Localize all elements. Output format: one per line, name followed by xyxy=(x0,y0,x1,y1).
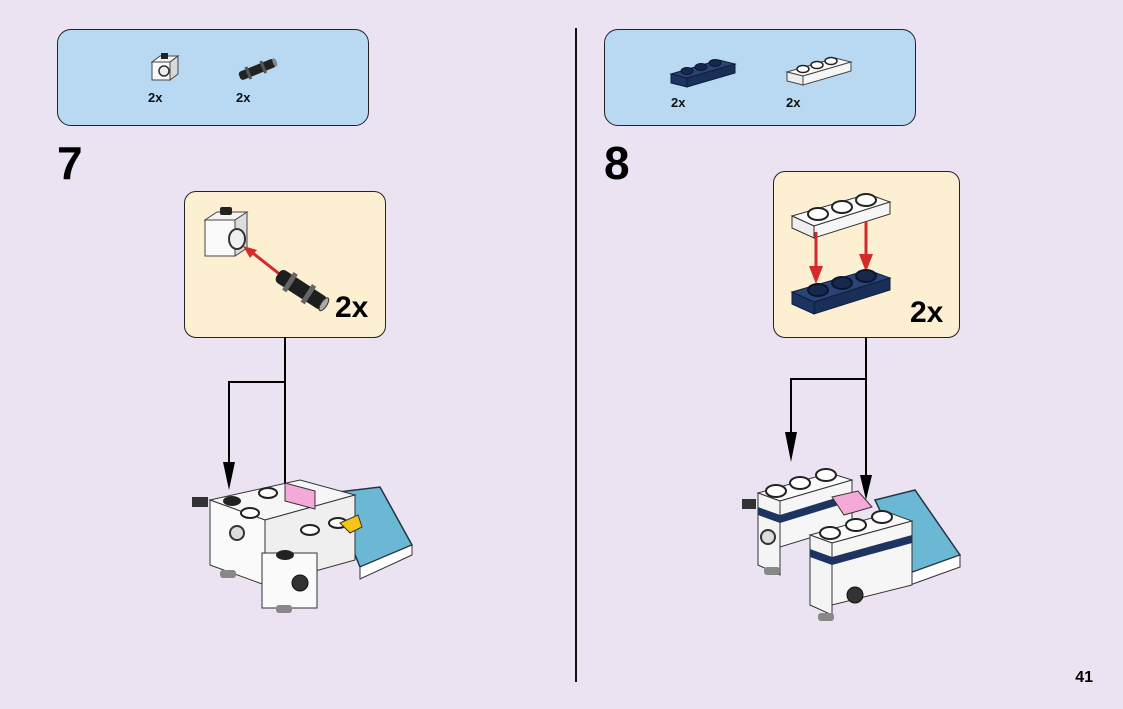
part-qty: 2x xyxy=(671,95,686,110)
step-divider xyxy=(575,28,577,682)
step-number: 8 xyxy=(604,137,630,189)
page-number: 41 xyxy=(1075,669,1093,686)
callout-qty: 2x xyxy=(910,296,944,329)
dark-blue-plate-illustration xyxy=(790,269,892,315)
technic-pin-illustration xyxy=(275,269,330,312)
step8-callout: 2x xyxy=(773,171,960,338)
step-number: 7 xyxy=(57,137,83,189)
white-plate-icon xyxy=(785,56,853,86)
part-qty: 2x xyxy=(786,95,801,110)
black-technic-pin-icon xyxy=(238,58,278,80)
step8-parts-list: 2x 2x xyxy=(604,29,916,126)
dark-blue-plate-icon xyxy=(669,59,737,88)
part-qty: 2x xyxy=(236,90,251,105)
callout-qty: 2x xyxy=(335,291,369,324)
step7-model-illustration xyxy=(192,479,414,613)
part-qty: 2x xyxy=(148,90,163,105)
stack-arrows-icon xyxy=(809,222,873,284)
step8-model-illustration xyxy=(742,468,962,621)
step7-callout: 2x xyxy=(184,191,386,338)
step7-parts-list: 2x 2x xyxy=(57,29,369,126)
white-technic-brick-icon xyxy=(150,53,180,81)
white-plate-illustration xyxy=(790,193,892,239)
technic-brick-illustration xyxy=(203,207,249,257)
